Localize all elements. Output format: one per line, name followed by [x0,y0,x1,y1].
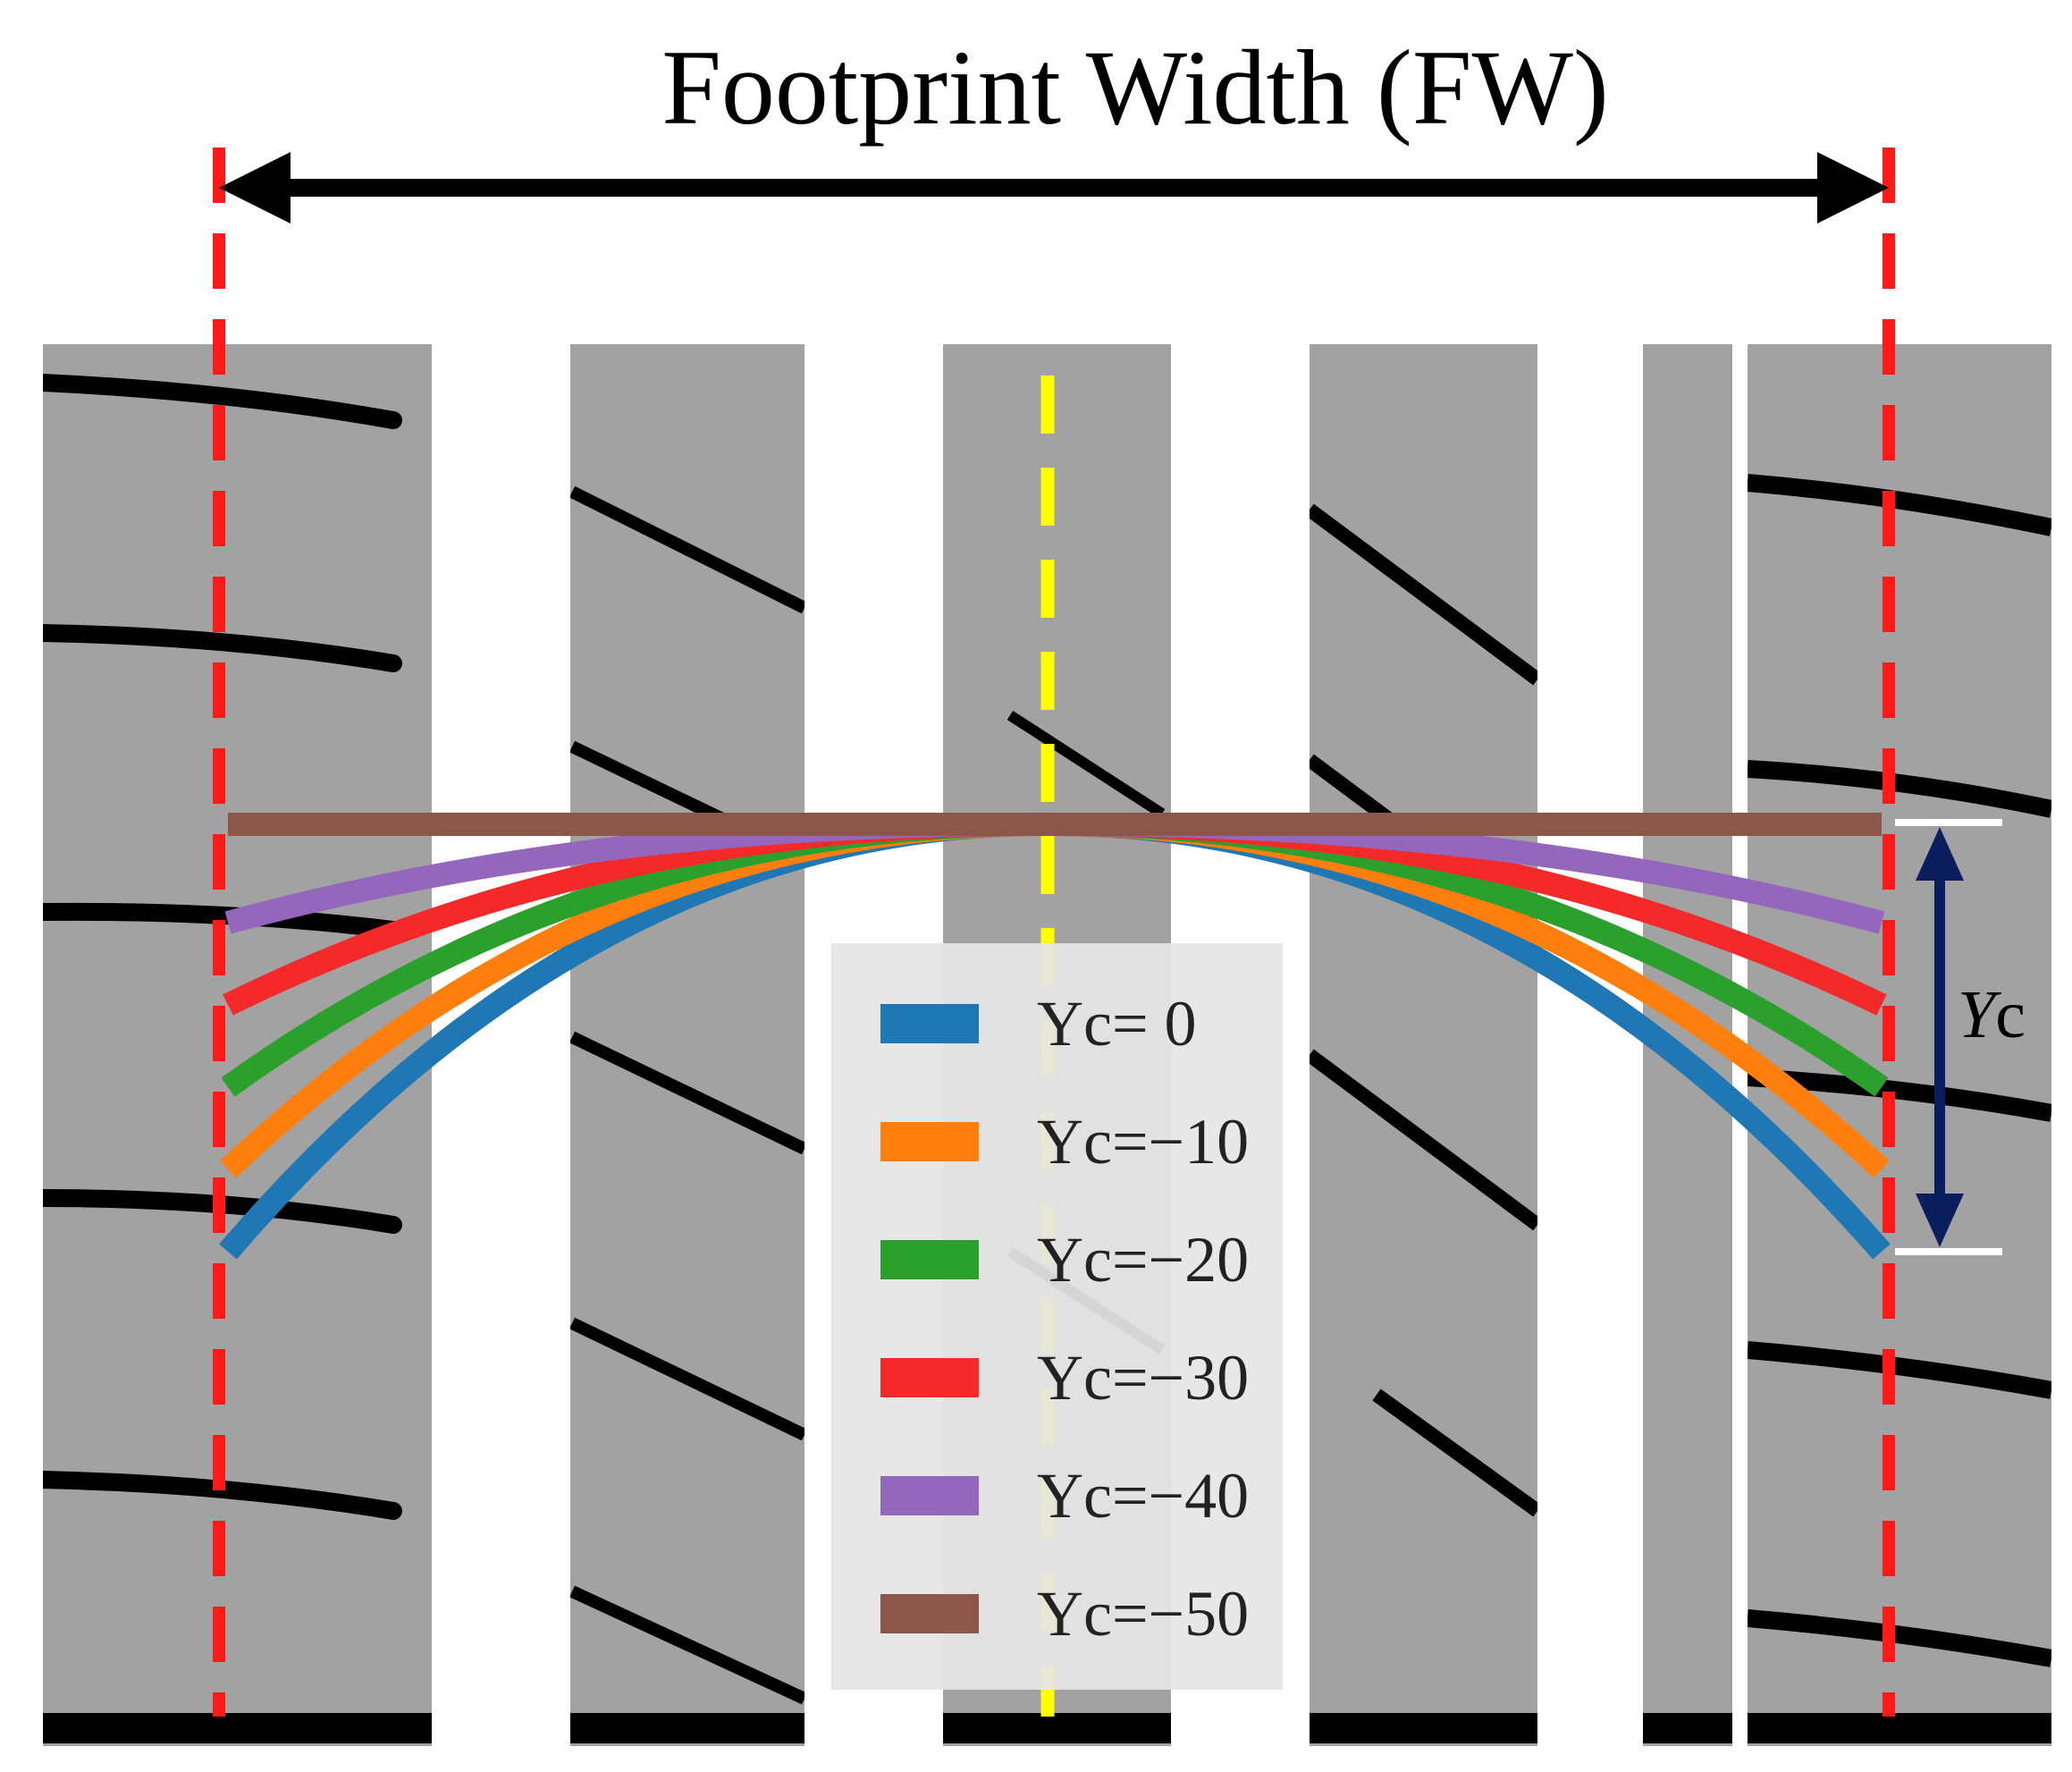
legend-swatch [880,1594,979,1633]
tread-rib-4 [1310,344,1537,1746]
yc-label: Yc [1958,977,2026,1052]
legend-label: Yc=−10 [1037,1106,1249,1177]
fw-arrow-head-right [1817,152,1889,224]
legend-label: Yc=−20 [1037,1224,1249,1295]
yc-dimension: Yc [1895,819,2026,1255]
legend-label: Yc=−30 [1037,1342,1249,1413]
legend-label: Yc=−50 [1037,1578,1249,1650]
sipes-shoulder-right [1748,474,2051,1667]
fw-arrow-head-left [219,152,291,224]
legend-swatch [880,1004,979,1043]
curvature-curves [219,812,1891,1260]
diagram-title: Footprint Width (FW) [661,28,1609,147]
legend-swatch [880,1476,979,1515]
legend-label: Yc=−40 [1037,1460,1249,1532]
legend-swatch [880,1358,979,1397]
legend-label: Yc= 0 [1037,988,1197,1059]
sipes-rib-4 [1310,503,1537,1517]
tread-rib-2 [570,344,804,1746]
legend-swatch [880,1240,979,1279]
legend-swatch [880,1122,979,1161]
fw-dimension: Footprint Width (FW) [213,28,1895,1717]
yc-arrow-head-top [1916,827,1964,881]
footprint-bottom-edge [43,1713,2051,1743]
legend-box [831,943,1283,1690]
yc-arrow-head-bottom [1916,1194,1964,1247]
